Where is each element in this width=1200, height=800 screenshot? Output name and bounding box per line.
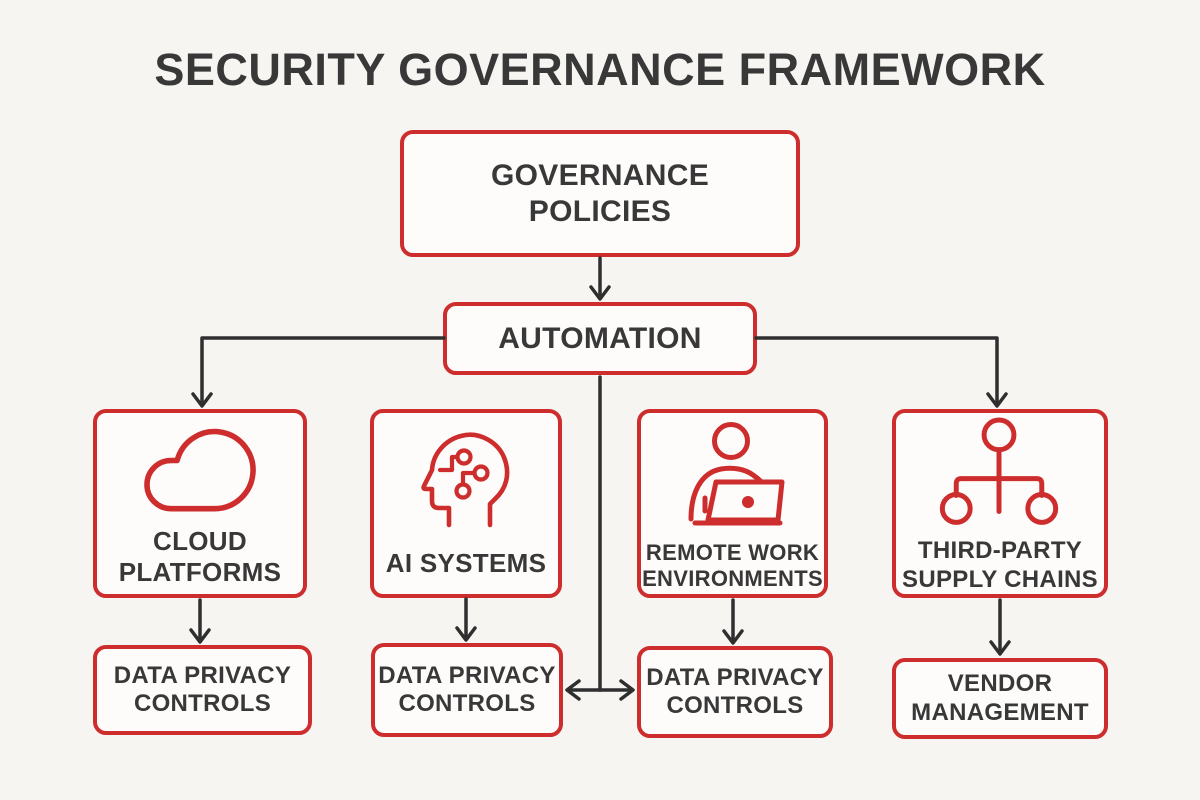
org-hierarchy-icon: [939, 417, 1059, 525]
node-governance-policies: GOVERNANCE POLICIES: [400, 130, 800, 257]
node-label: CLOUD PLATFORMS: [118, 525, 282, 587]
node-data-privacy-controls-cloud: DATA PRIVACY CONTROLS: [93, 645, 312, 735]
edge-ai-dpc: [455, 597, 477, 642]
person-laptop-icon: [688, 421, 784, 526]
edge-automation-dataprivacy-center: [565, 375, 635, 701]
node-ai-systems: AI SYSTEMS: [370, 409, 562, 598]
node-cloud-platforms: CLOUD PLATFORMS: [93, 409, 307, 598]
edge-remote-dpc: [722, 598, 744, 645]
node-label: THIRD-PARTY SUPPLY CHAINS: [902, 537, 1098, 593]
node-label: AI SYSTEMS: [385, 548, 547, 579]
edge-automation-cloud: [191, 336, 446, 408]
node-thirdparty-supply-chains: THIRD-PARTY SUPPLY CHAINS: [892, 409, 1108, 598]
node-label: AUTOMATION: [498, 321, 702, 355]
node-data-privacy-controls-ai: DATA PRIVACY CONTROLS: [371, 643, 563, 737]
edge-thirdparty-vendor: [989, 598, 1011, 656]
node-remote-work: REMOTE WORK ENVIRONMENTS: [637, 409, 828, 598]
node-label: DATA PRIVACY CONTROLS: [646, 663, 824, 719]
node-label: VENDOR MANAGEMENT: [911, 670, 1089, 726]
ai-head-circuit-icon: [421, 432, 510, 528]
node-label: DATA PRIVACY CONTROLS: [378, 661, 556, 717]
edge-cloud-dpc: [189, 598, 211, 644]
edge-governance-automation: [589, 256, 611, 301]
node-vendor-management: VENDOR MANAGEMENT: [892, 658, 1108, 739]
node-label: GOVERNANCE POLICIES: [490, 159, 710, 228]
diagram-title: SECURITY GOVERNANCE FRAMEWORK: [154, 44, 1046, 95]
cloud-icon: [144, 428, 256, 512]
node-data-privacy-controls-remote: DATA PRIVACY CONTROLS: [637, 646, 833, 738]
node-automation: AUTOMATION: [443, 302, 757, 375]
edge-automation-thirdparty: [754, 336, 1008, 408]
node-label: REMOTE WORK ENVIRONMENTS: [642, 539, 823, 591]
node-label: DATA PRIVACY CONTROLS: [113, 661, 292, 717]
